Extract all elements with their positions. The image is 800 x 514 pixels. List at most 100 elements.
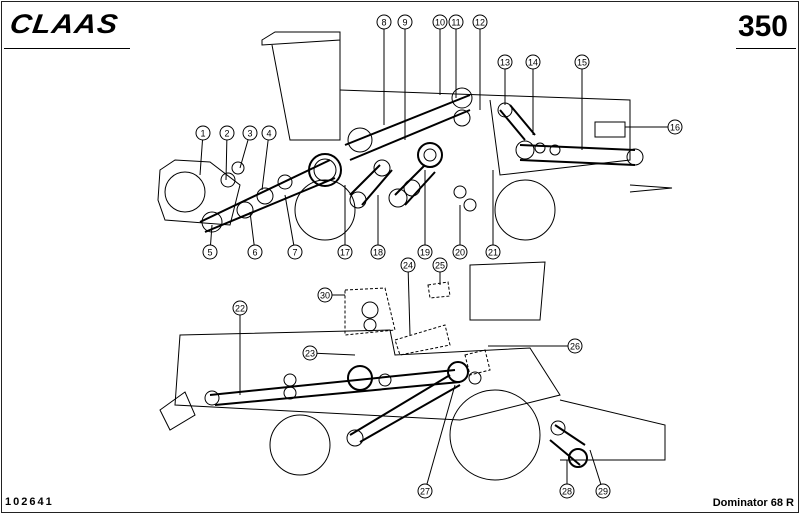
callout-circle (432, 14, 448, 30)
callout-10: 10 (432, 14, 448, 95)
callout-27: 27 (417, 384, 456, 499)
callout-circle (452, 244, 468, 260)
callout-18: 18 (370, 195, 386, 260)
combine-top-view (157, 31, 673, 241)
callout-label: 9 (402, 18, 407, 28)
leader-line (424, 384, 456, 492)
callout-circle (497, 54, 513, 70)
callout-label: 16 (670, 123, 680, 133)
divider (4, 48, 130, 49)
callout-7: 7 (284, 194, 303, 260)
callout-label: 10 (435, 18, 445, 28)
callout-label: 13 (500, 58, 510, 68)
callout-label: 11 (451, 18, 460, 28)
callout-circle (195, 125, 211, 141)
page-number: 350 (737, 10, 788, 43)
callout-25: 25 (432, 257, 448, 285)
callout-30: 30 (317, 287, 345, 303)
callout-circle (472, 14, 488, 30)
model-name: Dominator 68 R (712, 497, 794, 509)
callout-label: 25 (435, 261, 445, 271)
callout-circle (242, 125, 258, 141)
leader-line (225, 132, 228, 181)
divider (736, 48, 796, 49)
callout-label: 19 (420, 248, 430, 258)
callout-circle (417, 483, 433, 499)
leader-line (309, 352, 356, 356)
callout-label: 14 (528, 58, 538, 68)
callout-label: 22 (235, 304, 245, 314)
callout-label: 20 (455, 248, 465, 258)
callout-circle (574, 54, 590, 70)
callout-label: 4 (266, 129, 271, 139)
callout-label: 21 (488, 248, 498, 258)
callout-circle (400, 257, 416, 273)
callout-circle (317, 287, 333, 303)
callout-label: 1 (200, 129, 205, 139)
callout-label: 5 (207, 248, 212, 258)
callout-label: 29 (598, 487, 608, 497)
callout-circle (219, 125, 235, 141)
callout-1: 1 (195, 125, 211, 176)
callout-circle (302, 345, 318, 361)
callout-label: 15 (577, 58, 587, 68)
callout-circle (595, 483, 611, 499)
callout-circle (432, 257, 448, 273)
callout-label: 8 (381, 18, 386, 28)
callout-label: 26 (570, 342, 580, 352)
callout-circle (287, 244, 303, 260)
document-number: 102641 (5, 496, 54, 508)
callout-circle (202, 244, 218, 260)
leader-line (407, 264, 411, 336)
callout-12: 12 (472, 14, 488, 110)
callout-20: 20 (452, 205, 468, 260)
callout-label: 18 (373, 248, 383, 258)
leader-line (284, 194, 296, 253)
callout-4: 4 (261, 125, 277, 191)
callout-circle (417, 244, 433, 260)
callout-2: 2 (219, 125, 235, 181)
callout-label: 24 (403, 261, 413, 271)
callout-23: 23 (302, 345, 356, 361)
callout-label: 6 (252, 248, 257, 258)
callout-circle (525, 54, 541, 70)
callout-label: 17 (340, 248, 350, 258)
callout-label: 28 (562, 487, 572, 497)
callout-label: 23 (305, 349, 315, 359)
callout-circle (337, 244, 353, 260)
callout-label: 30 (320, 291, 330, 301)
callout-label: 27 (420, 487, 430, 497)
callout-28: 28 (559, 460, 575, 499)
callout-circle (370, 244, 386, 260)
callout-11: 11 (448, 14, 464, 98)
callout-label: 12 (475, 18, 485, 28)
callout-circle (397, 14, 413, 30)
callout-21: 21 (485, 170, 501, 260)
callout-circle (567, 338, 583, 354)
callout-29: 29 (589, 449, 611, 499)
callout-label: 3 (247, 129, 252, 139)
callout-22: 22 (232, 300, 248, 395)
callout-8: 8 (376, 14, 392, 125)
combine-bottom-view (159, 261, 666, 481)
callout-circle (261, 125, 277, 141)
callout-circle (376, 14, 392, 30)
callout-17: 17 (337, 185, 353, 260)
callout-label: 2 (224, 129, 229, 139)
callout-5: 5 (202, 224, 218, 260)
callout-circle (559, 483, 575, 499)
callout-19: 19 (417, 170, 433, 260)
callout-15: 15 (574, 54, 590, 150)
leader-line (261, 132, 270, 191)
callout-13: 13 (497, 54, 513, 105)
callout-16: 16 (625, 119, 683, 135)
callout-circle (247, 244, 263, 260)
callout-circle (232, 300, 248, 316)
callout-3: 3 (239, 125, 258, 169)
callout-24: 24 (400, 257, 416, 336)
callout-26: 26 (488, 338, 583, 354)
callout-9: 9 (397, 14, 413, 140)
